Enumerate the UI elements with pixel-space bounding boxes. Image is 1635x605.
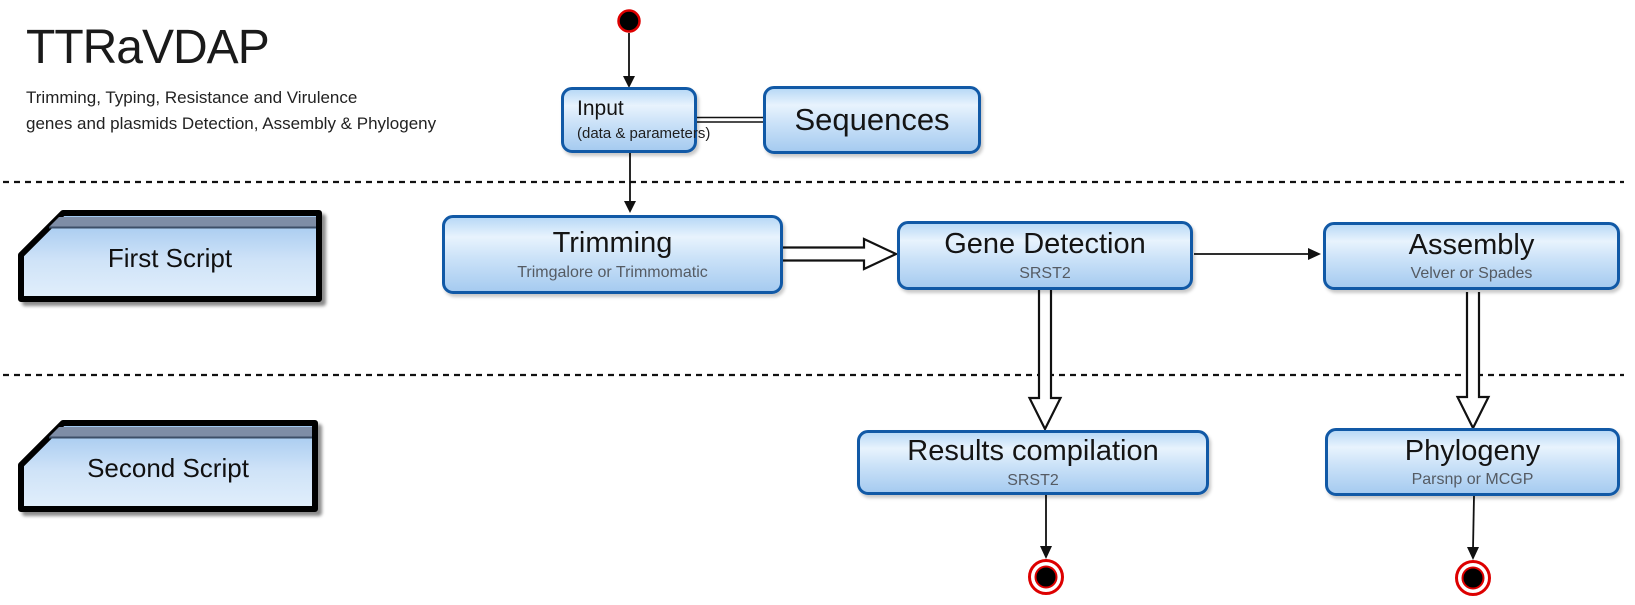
lane-label-text: Second Script (87, 452, 249, 483)
lane-label-second-script: Second Script (18, 424, 318, 512)
lane-label-first-script: First Script (18, 214, 322, 302)
activity-subtitle: (data & parameters) (577, 124, 711, 142)
activity-subtitle: Parsnp or MCGP (1411, 471, 1534, 489)
start-node (617, 9, 641, 33)
lane-label-text: First Script (107, 242, 233, 273)
end-node-phylogeny (1455, 560, 1491, 596)
edge-gene-detection-to-assembly (1194, 248, 1321, 260)
activity-subtitle: SRST2 (1007, 471, 1059, 489)
activity-results-compilation: Results compilation SRST2 (857, 430, 1209, 495)
activity-trimming: Trimming Trimgalore or Trimmomatic (442, 215, 783, 294)
edge-trimming-to-gene-detection (783, 237, 899, 271)
activity-title: Trimming (552, 227, 673, 260)
subtitle-line-2: genes and plasmids Detection, Assembly &… (26, 113, 437, 133)
end-node-results (1028, 559, 1064, 595)
edge-start-to-input (623, 33, 635, 88)
page-subtitle: Trimming, Typing, Resistance and Virulen… (26, 85, 436, 137)
edge-gene-detection-to-results (1027, 290, 1063, 432)
edge-input-sequences (697, 116, 763, 123)
edge-input-to-trimming (624, 153, 636, 213)
activity-title: Gene Detection (944, 228, 1146, 261)
activity-assembly: Assembly Velver or Spades (1323, 222, 1620, 290)
lane-shape-second-script (18, 420, 318, 512)
activity-gene-detection: Gene Detection SRST2 (897, 221, 1193, 290)
header: TTRaVDAP Trimming, Typing, Resistance an… (26, 21, 436, 137)
lane-shape-first-script (18, 210, 322, 302)
activity-sequences: Sequences (763, 86, 981, 154)
activity-title: Results compilation (907, 435, 1159, 468)
activity-subtitle: SRST2 (1019, 264, 1071, 282)
activity-title: Phylogeny (1404, 434, 1541, 467)
edge-assembly-to-phylogeny (1455, 292, 1491, 431)
activity-title: Sequences (794, 101, 950, 137)
activity-title: Input (577, 97, 624, 121)
activity-input: Input (data & parameters) (561, 87, 710, 153)
edge-phylogeny-to-end (1467, 495, 1479, 560)
activity-subtitle: Velver or Spades (1410, 265, 1533, 283)
page-title: TTRaVDAP (26, 21, 270, 74)
subtitle-line-1: Trimming, Typing, Resistance and Virulen… (26, 87, 358, 107)
activity-phylogeny: Phylogeny Parsnp or MCGP (1325, 428, 1620, 496)
activity-title: Assembly (1408, 228, 1535, 261)
activity-subtitle: Trimgalore or Trimmomatic (517, 263, 708, 281)
edge-results-to-end (1040, 495, 1052, 559)
